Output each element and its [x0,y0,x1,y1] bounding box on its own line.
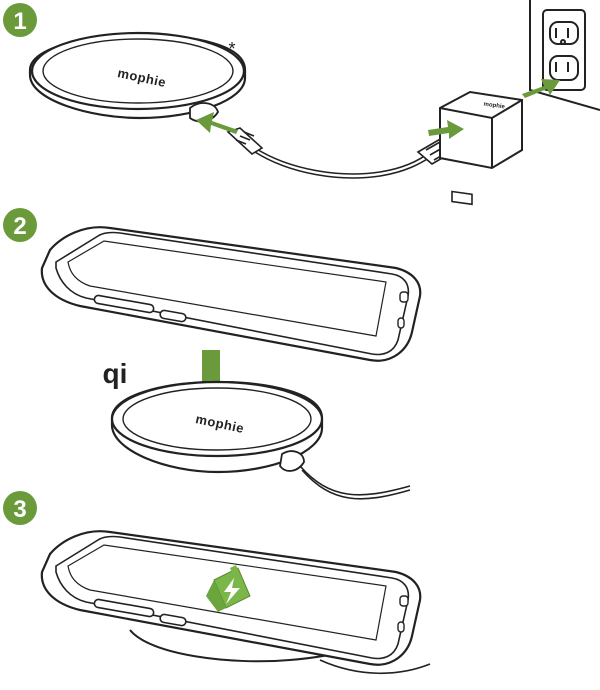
arrow-icon [196,79,560,139]
qi-logo-text: qi [103,358,128,389]
adapter-brand: mophie [483,102,506,111]
battery-charging-icon [206,565,251,612]
wall-outlet-icon [529,0,600,111]
step-3-badge: 3 [3,491,37,525]
charging-pad-icon [110,380,411,500]
svg-text:1: 1 [13,8,26,35]
usb-cable [226,127,458,179]
smartphone-icon [40,226,422,362]
svg-text:3: 3 [13,496,26,523]
svg-text:2: 2 [13,213,26,240]
step-1-badge: 1 [3,3,37,37]
usb-power-adapter-icon [439,90,523,206]
charging-pad-icon [28,31,247,123]
step-2: 2 qi mophie [3,208,422,500]
step-3: 3 [3,491,431,675]
step-1: 1 mophie * mophie [3,0,600,206]
footnote-asterisk: * [228,39,235,59]
step-2-badge: 2 [3,208,37,242]
qi-logo-icon: qi [103,358,128,389]
